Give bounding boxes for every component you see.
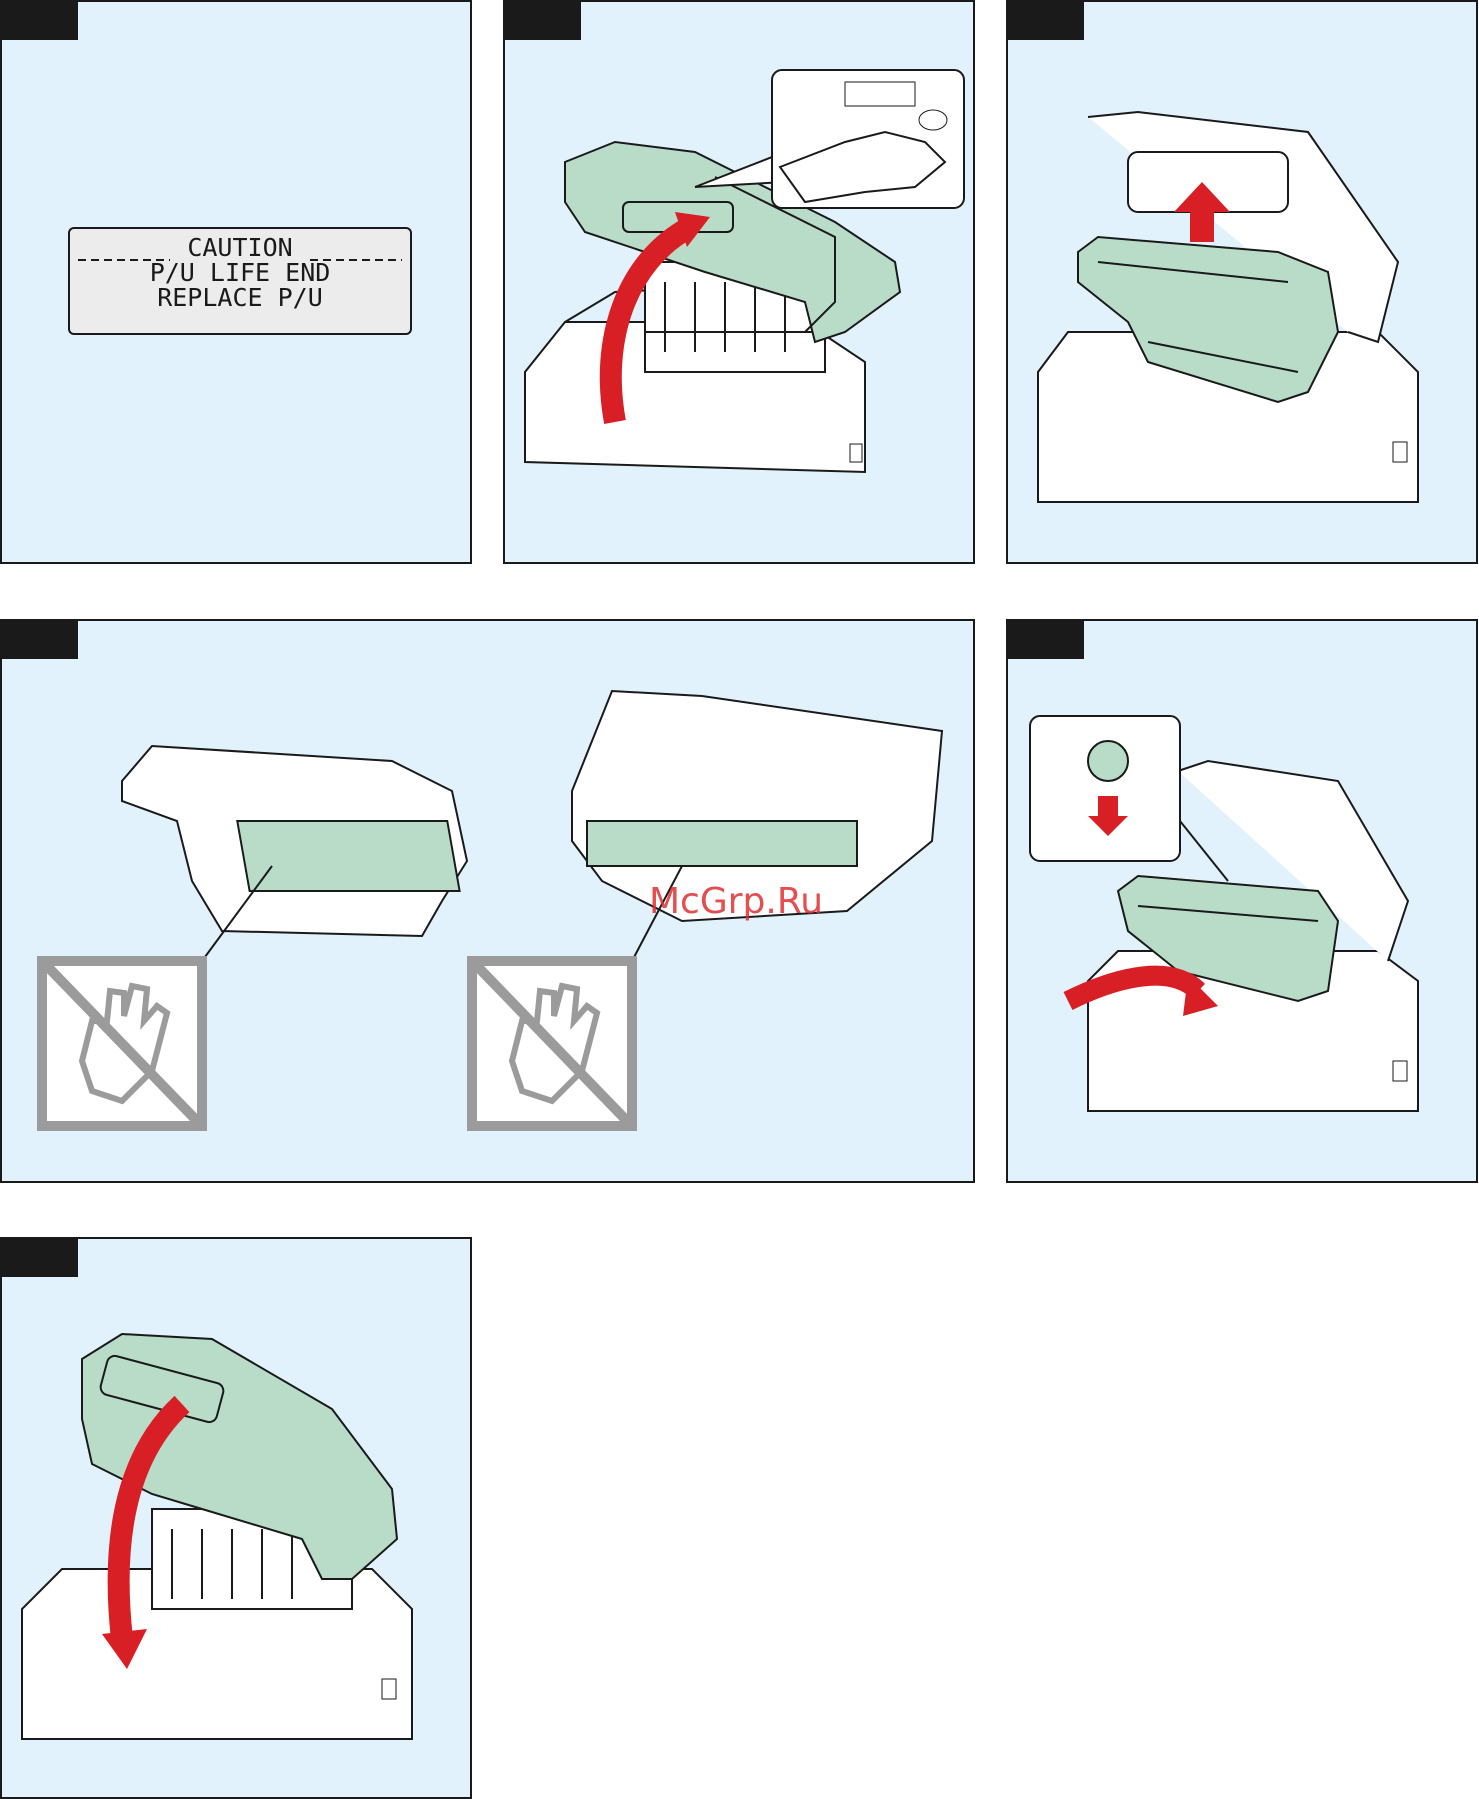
no-touch-icon-right — [472, 961, 632, 1126]
step-tab-1 — [2, 2, 78, 40]
lcd-dash-lines — [70, 229, 410, 329]
printer-close-cover-illustration — [2, 1239, 470, 1799]
drum-install-illustration — [1008, 621, 1476, 1181]
lcd-display: CAUTION P/U LIFE END REPLACE P/U — [68, 227, 412, 335]
printer-open-cover-illustration — [505, 2, 973, 562]
step-panel-4: McGrp.Ru — [0, 619, 975, 1183]
no-touch-illustration — [2, 621, 973, 1181]
step-panel-5 — [1006, 619, 1478, 1183]
no-touch-icon-left — [42, 961, 202, 1126]
watermark: McGrp.Ru — [649, 881, 823, 922]
step-panel-1: CAUTION P/U LIFE END REPLACE P/U — [0, 0, 472, 564]
drum-removal-illustration — [1008, 2, 1476, 562]
step-panel-3 — [1006, 0, 1478, 564]
step-panel-2 — [503, 0, 975, 564]
step-panel-6 — [0, 1237, 472, 1799]
